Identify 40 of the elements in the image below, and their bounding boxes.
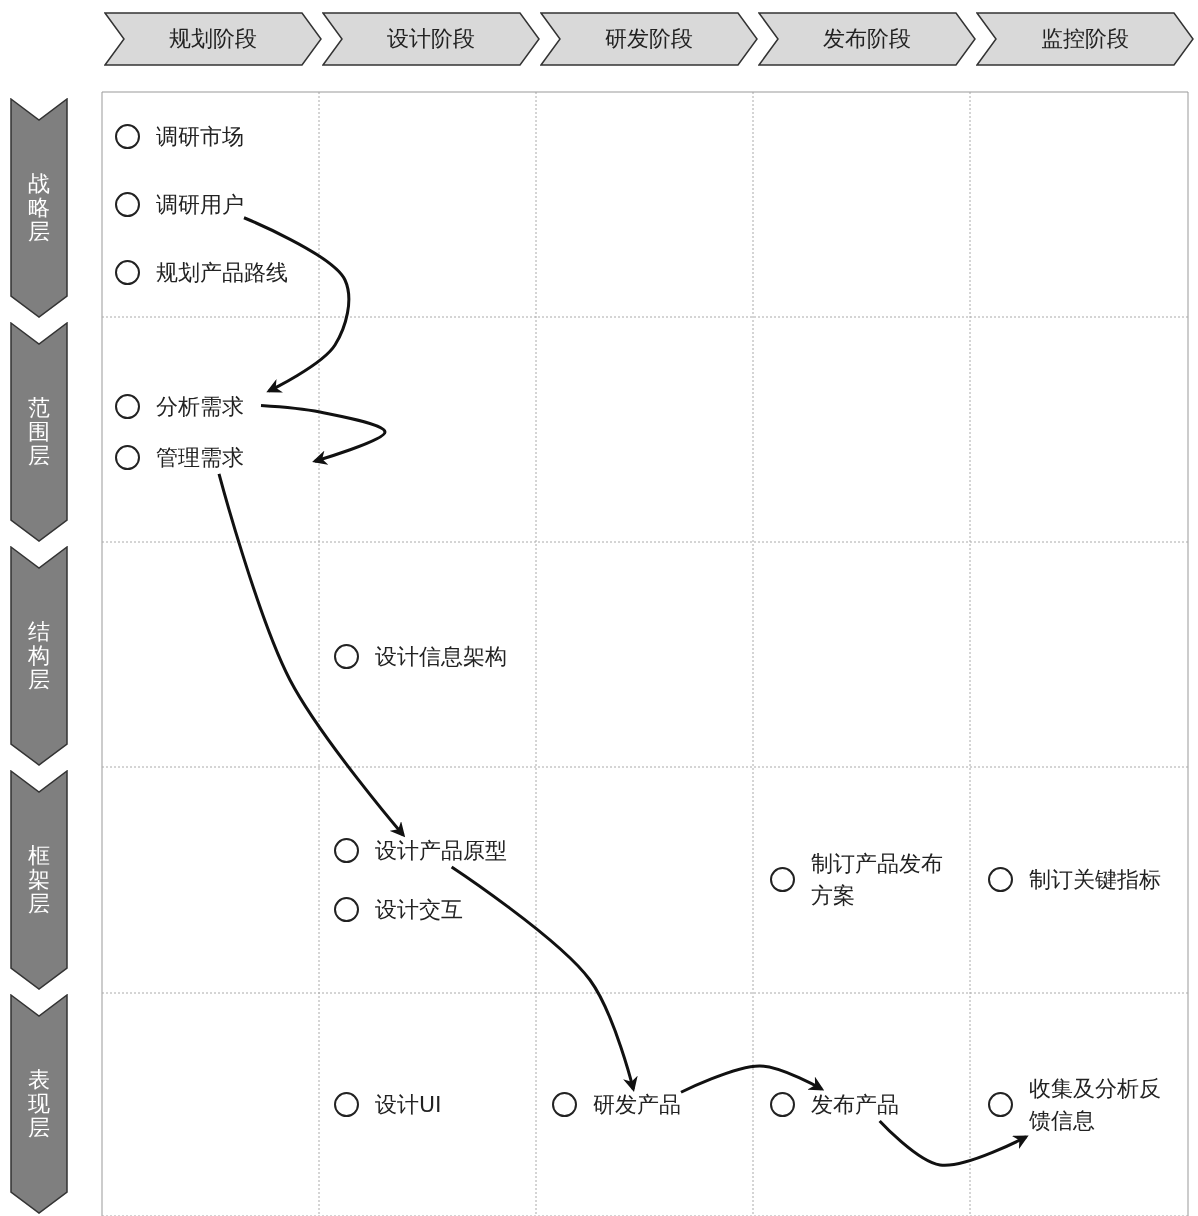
layer-header [10,770,68,990]
stage-header [322,12,540,66]
task-label: 制订产品发布方案 [811,850,944,910]
stage-header [540,12,758,66]
curved-arrow [260,403,387,465]
task-label: 研发产品 [593,1091,681,1120]
curved-arrow [217,473,406,838]
curved-arrow [680,1064,825,1094]
task-label: 设计产品原型 [375,837,507,866]
stage-label: 研发阶段 [605,25,693,53]
task-label: 调研用户 [156,191,244,220]
stage-header [104,12,322,66]
stage-label: 发布阶段 [823,25,911,53]
task-label: 收集及分析反馈信息 [1029,1075,1162,1135]
layer-header [10,322,68,542]
task-label: 制订关键指标 [1029,866,1161,895]
stage-header [758,12,976,66]
stage-header [976,12,1194,66]
task-label: 设计UI [375,1091,442,1120]
layer-header [10,546,68,766]
stage-label: 结构层 [28,619,50,693]
task-label: 设计信息架构 [375,643,507,672]
layer-header [10,994,68,1214]
stage-label: 表现层 [28,1067,50,1141]
stage-label: 战略层 [28,171,50,245]
task-label: 管理需求 [156,444,244,473]
task-label: 发布产品 [811,1091,899,1120]
stage-label: 规划阶段 [169,25,257,53]
stage-label: 设计阶段 [387,25,475,53]
layer-header [10,98,68,318]
task-label: 分析需求 [156,393,244,422]
stage-label: 框架层 [28,843,50,917]
task-label: 设计交互 [375,896,463,925]
task-label: 调研市场 [156,123,244,152]
stage-label: 监控阶段 [1041,25,1129,53]
stage-label: 范围层 [28,395,50,469]
curved-arrow [450,865,638,1092]
curved-arrow [878,1119,1029,1167]
task-label: 规划产品路线 [156,259,288,288]
curved-arrow [243,216,351,393]
